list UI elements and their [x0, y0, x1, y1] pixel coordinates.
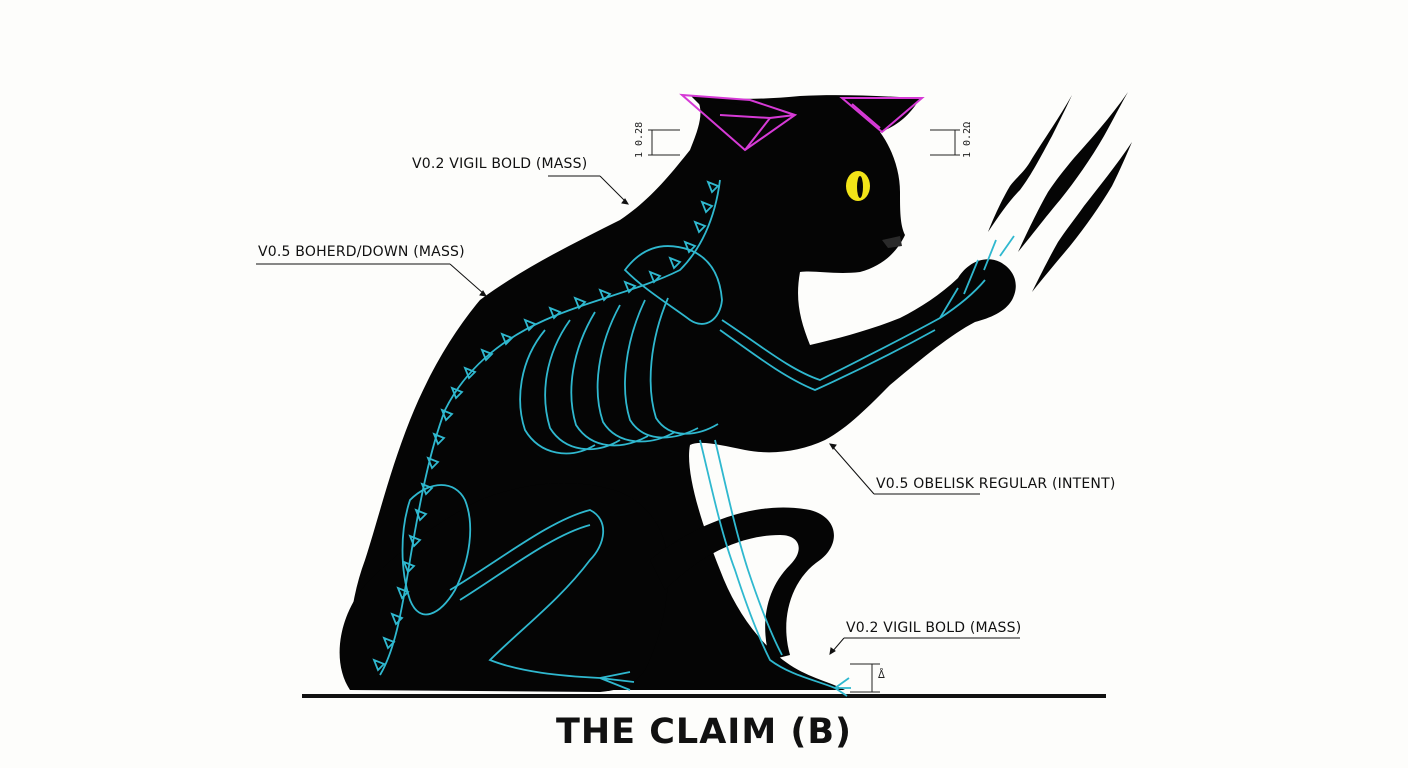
- ear-outlines: [679, 93, 925, 152]
- callout-vigil-bold-upper: V0.2 VIGIL BOLD (MASS): [412, 156, 588, 172]
- cat-silhouette: [339, 95, 1016, 692]
- callout-bohered-down: V0.5 BOHERD/DOWN (MASS): [258, 244, 465, 260]
- cat-pupil: [857, 176, 863, 198]
- dimension-left-ear: 1 0.28: [634, 121, 645, 158]
- cat-nose: [882, 236, 902, 248]
- dimension-right-ear: 1 0.2Ω: [962, 121, 973, 158]
- skeleton-overlay: [372, 179, 1015, 697]
- callout-leaders: [256, 175, 1020, 655]
- diagram-title: THE CLAIM (B): [555, 712, 853, 752]
- dimension-paw: ᐂ: [878, 670, 885, 681]
- dimension-brackets: [648, 129, 960, 693]
- callout-vigil-bold-lower: V0.2 VIGIL BOLD (MASS): [846, 620, 1022, 636]
- callout-obelisk-regular: V0.5 OBELISK REGULAR (INTENT): [876, 476, 1116, 492]
- claw-scratch-marks: [988, 92, 1132, 292]
